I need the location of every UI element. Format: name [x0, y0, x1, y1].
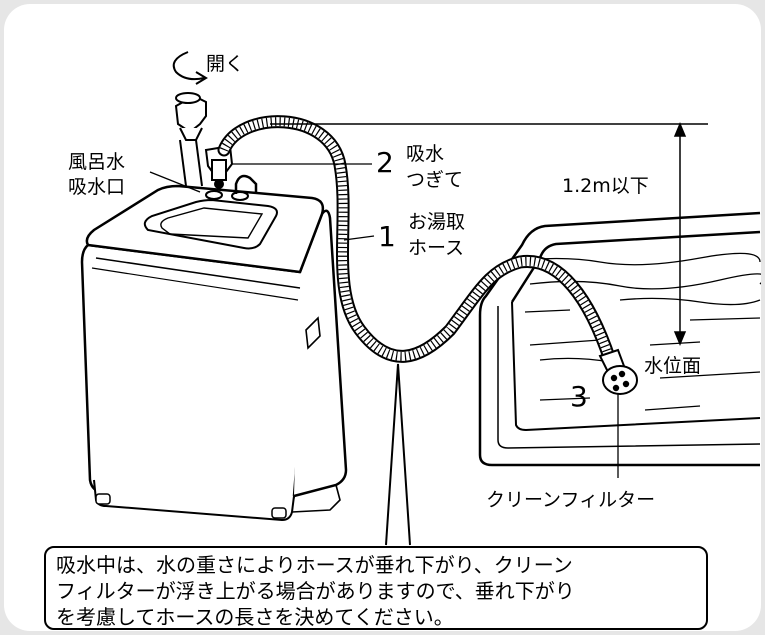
bath-water-inlet-label-1: 風呂水	[68, 151, 125, 173]
machine-intake-hose	[179, 139, 203, 187]
open-direction-arrow-icon	[172, 51, 208, 85]
water-surface	[504, 252, 761, 411]
clean-filter-label: クリーンフィルター	[486, 489, 655, 511]
height-dimension	[270, 122, 708, 346]
bath-hose-label-1: お湯取	[408, 211, 465, 233]
bathtub	[478, 211, 761, 467]
bath-water-inlet	[205, 174, 258, 201]
bath-hose-ribs	[219, 117, 615, 362]
callout-pointer	[385, 363, 411, 547]
clean-filter	[598, 348, 638, 395]
intake-joint-label-1: 吸水	[406, 143, 444, 165]
faucet	[174, 92, 207, 141]
height-limit-label: 1.2m以下	[562, 175, 649, 197]
bath-hose-label-2: ホース	[408, 237, 464, 259]
bath-water-inlet-label-2: 吸水口	[68, 176, 125, 198]
water-level-label: 水位面	[644, 355, 701, 377]
open-label: 開く	[206, 53, 244, 75]
intake-joint-number: 2	[376, 146, 394, 179]
clean-filter-number: 3	[570, 380, 588, 413]
washing-machine-diagram: 開く 風呂水 吸水口 2 吸水 つぎて 1 お湯取 ホース 1.2m以下 水位面…	[68, 51, 761, 547]
intake-joint-label-2: つぎて	[406, 169, 463, 191]
washing-machine	[80, 184, 348, 522]
caution-note: 吸水中は、水の重さによりホースが垂れ下がり、クリーン フィルターが浮き上がる場合…	[44, 546, 708, 630]
illustration-panel: 開く 風呂水 吸水口 2 吸水 つぎて 1 お湯取 ホース 1.2m以下 水位面…	[4, 4, 761, 631]
leader-lines	[149, 163, 619, 478]
bath-hose-number: 1	[378, 220, 396, 253]
